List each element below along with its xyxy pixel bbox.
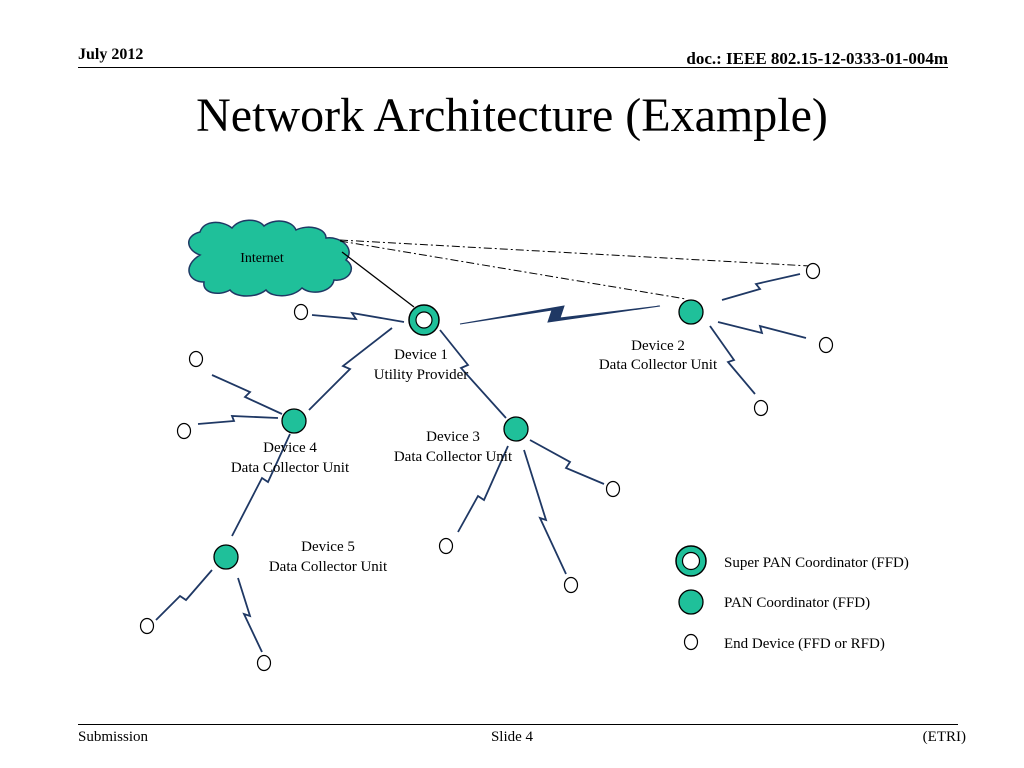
footer-slide-number: Slide 4 <box>490 729 534 745</box>
legend-end-device-label: End Device (FFD or RFD) <box>724 636 885 652</box>
legend-end-device-symbol <box>683 633 699 651</box>
end-device <box>256 654 272 672</box>
device2-name: Device 2 <box>631 338 685 354</box>
device-labels: Device 1 Utility Provider Device 2 Data … <box>231 338 718 575</box>
wireless-link-device4-device5 <box>231 433 291 537</box>
legend-super-pan-symbol <box>675 545 707 577</box>
wireless-links <box>155 273 807 653</box>
end-device <box>139 617 155 635</box>
wireless-link-device1-device4 <box>308 327 393 411</box>
end-devices <box>139 262 834 672</box>
device5-role: Data Collector Unit <box>269 559 388 575</box>
device2-node <box>678 299 704 325</box>
end-device <box>438 537 454 555</box>
wireless-link-device5-end2 <box>237 577 263 653</box>
device4-name: Device 4 <box>263 440 317 456</box>
header-date: July 2012 <box>78 46 144 63</box>
end-device <box>605 480 621 498</box>
end-device <box>188 350 204 368</box>
legend-pan-symbol <box>678 589 704 615</box>
footer-organization: (ETRI) <box>922 729 966 745</box>
device3-name: Device 3 <box>426 429 480 445</box>
footer-submission: Submission <box>78 729 149 745</box>
wireless-link-device3-end1 <box>529 439 605 485</box>
wireless-link-device2-end1 <box>721 273 801 301</box>
end-device <box>805 262 821 280</box>
wireless-link-device1-enddevice <box>311 311 405 323</box>
header-divider <box>78 67 948 68</box>
header-doc-id: doc.: IEEE 802.15-12-0333-01-004m <box>686 49 948 68</box>
wireless-link-device1-device2 <box>459 305 661 325</box>
device5-node <box>213 544 239 570</box>
legend-super-pan-label: Super PAN Coordinator (FFD) <box>724 555 909 571</box>
wireless-link-device1-device3 <box>439 329 507 419</box>
end-device <box>818 336 834 354</box>
wireless-link-device3-end2 <box>457 445 509 533</box>
internet-link-device1 <box>341 251 415 308</box>
wireless-link-device3-end3 <box>523 449 567 575</box>
end-device <box>176 422 192 440</box>
internet-link-end-device <box>339 239 811 267</box>
device3-node <box>503 416 529 442</box>
legend: Super PAN Coordinator (FFD) PAN Coordina… <box>675 545 909 652</box>
wireless-link-device2-end3 <box>709 325 756 395</box>
slide-title: Network Architecture (Example) <box>196 89 828 142</box>
end-device <box>293 303 309 321</box>
device5-name: Device 5 <box>301 539 355 555</box>
wireless-link-device2-end2 <box>717 321 807 339</box>
device2-role: Data Collector Unit <box>599 357 718 373</box>
internet-cloud: Internet <box>188 219 352 297</box>
device3-role: Data Collector Unit <box>394 449 513 465</box>
device1-name: Device 1 <box>394 347 448 363</box>
device1-role: Utility Provider <box>374 367 469 383</box>
end-device <box>753 399 769 417</box>
internet-link-device2 <box>339 240 687 300</box>
internet-label: Internet <box>240 251 284 266</box>
device4-node <box>281 408 307 434</box>
internet-links <box>339 239 811 308</box>
wireless-link-device5-end1 <box>155 569 213 621</box>
end-device <box>563 576 579 594</box>
footer-divider <box>78 724 958 725</box>
legend-pan-label: PAN Coordinator (FFD) <box>724 595 870 611</box>
wireless-link-device4-end1 <box>211 374 283 415</box>
wireless-link-device4-end2 <box>197 415 279 425</box>
device1-node <box>408 304 440 336</box>
device4-role: Data Collector Unit <box>231 460 350 476</box>
